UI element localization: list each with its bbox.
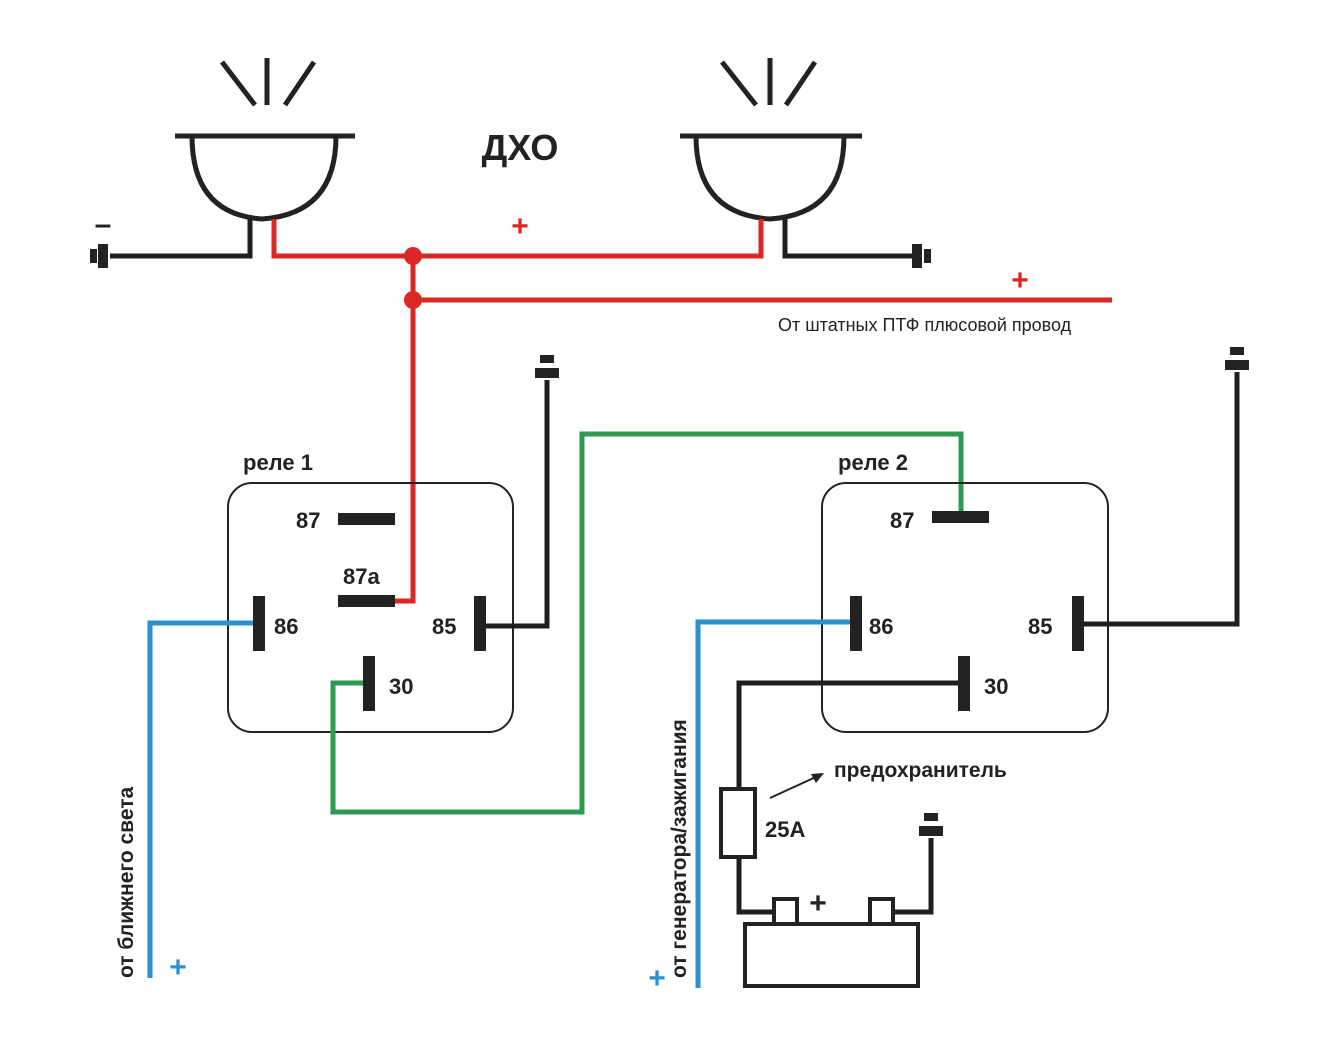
relay1-pin-30-label: 30 [389,674,413,699]
relay1-pin-87-label: 87 [296,508,320,533]
fuse-rating-label: 25А [765,817,805,842]
junction-dot-upper [404,247,422,265]
relay-link-wire [330,431,964,815]
lamp-bus-plus-label: + [511,210,529,243]
relay2-input-plus-label: + [648,962,666,995]
lamp-plus-bus-wire [271,219,764,259]
relay2-30-power-wire [736,680,958,789]
relay2-pin-87 [932,511,989,523]
relay1-pin-86 [253,596,265,651]
relay2-86-signal-wire [695,619,850,988]
relay1-pin-85-label: 85 [432,614,456,639]
ground-relay2-icon [1225,347,1249,370]
ground-left-icon [90,244,108,268]
relay1-input-plus-label: + [169,951,187,984]
relay2-85-ground-wire [1084,372,1240,627]
relay1-pin-86-label: 86 [274,614,298,639]
junction-dot-lower [404,291,422,309]
relay2-pin-86-label: 86 [869,614,893,639]
relay2-pin-85 [1072,596,1084,651]
relay2-body [821,482,1109,733]
battery-plus-label: + [809,887,827,920]
relay1-pin-87 [338,513,395,525]
relay2-pin-87-label: 87 [890,508,914,533]
relay1-pin-87a [338,595,395,607]
relay2-pin-30-label: 30 [984,674,1008,699]
relay2-pin-86 [850,596,862,651]
battery-icon [743,897,920,988]
relay1-pin-85 [474,596,486,651]
lamp-left-icon [175,58,355,222]
relay1-85-ground-wire [486,380,550,629]
diagram-title: ДХО [482,127,559,168]
relay1-87a-red-wire [395,256,416,604]
relay1-pin-87a-label: 87а [343,564,380,589]
fuse-body [719,787,757,859]
relay2-pin-30 [958,656,970,711]
lamp-right-icon [680,58,862,222]
battery-ground-wire [893,838,934,915]
fuse-to-battery-wire [736,857,776,915]
ptf-plus-label: + [1011,264,1029,297]
fuse-callout-label: предохранитель [834,759,1007,782]
lamp-minus-label: – [95,208,112,241]
ptf-feed-label: От штатных ПТФ плюсовой провод [778,315,1072,335]
ground-lamp-right-icon [912,244,931,268]
relay1-name: реле 1 [243,450,313,475]
relay2-pin-85-label: 85 [1028,614,1052,639]
relay1-input-label: от ближнего света [115,786,138,978]
relay2-name: реле 2 [838,450,908,475]
relay2-input-label: от генератора/зажигания [668,719,691,978]
relay1-body [227,482,514,733]
lamp-left-ground-wire [110,219,253,259]
ground-battery-icon [919,813,943,836]
ground-relay1-icon [535,355,559,378]
lamp-right-ground-wire [782,219,912,259]
relay1-pin-30 [363,656,375,711]
relay1-86-signal-wire [147,620,253,978]
fuse-callout-arrow-icon [769,773,824,799]
